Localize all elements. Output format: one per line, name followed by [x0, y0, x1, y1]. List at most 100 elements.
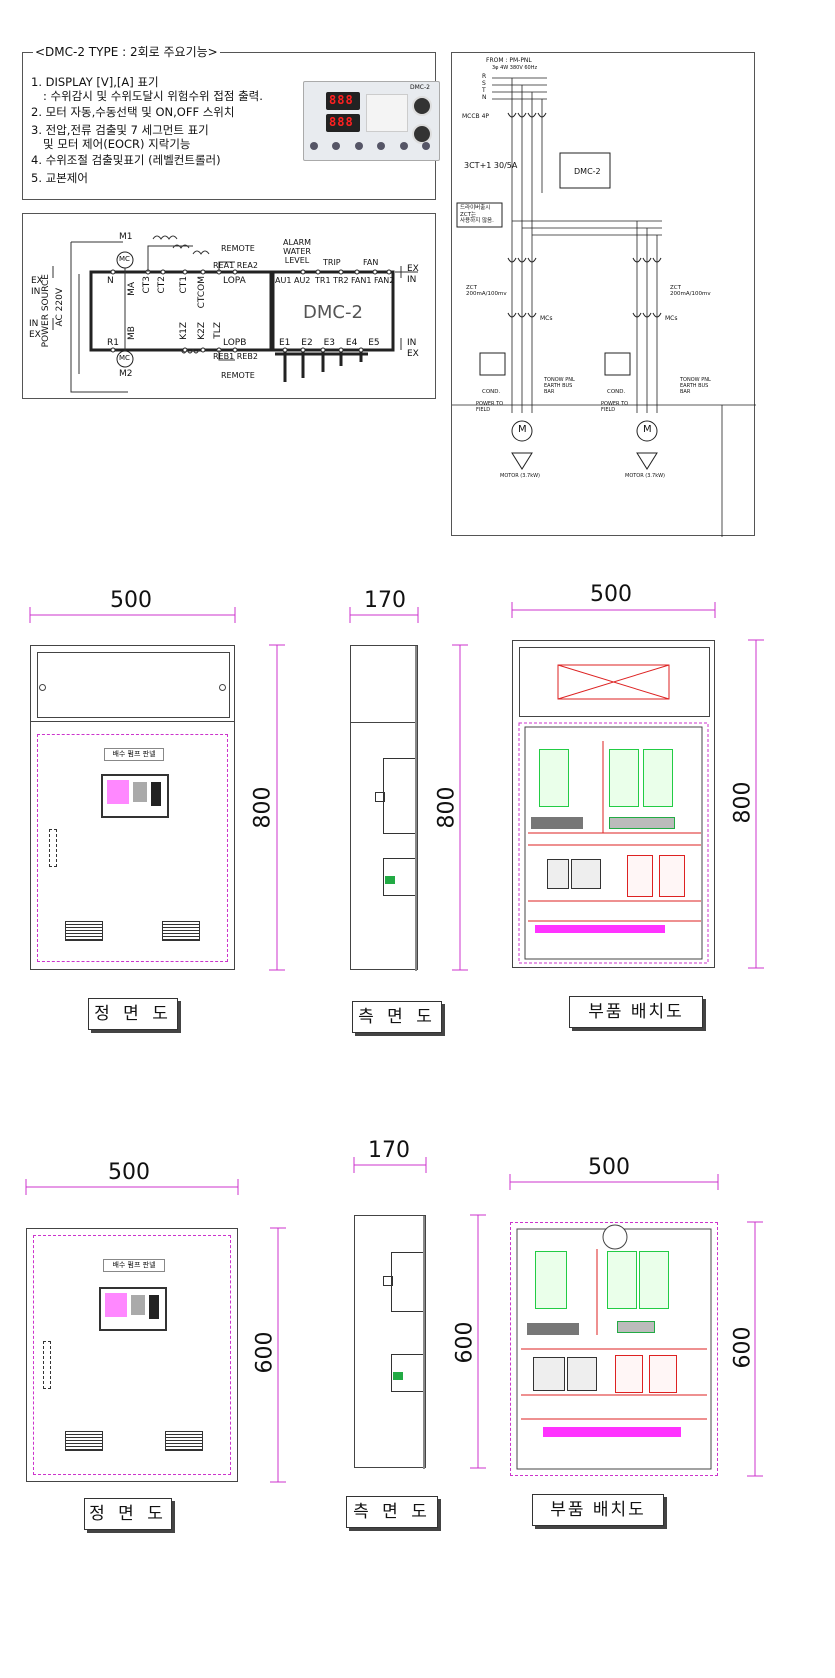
dim-front-width-600: 500	[108, 1160, 150, 1185]
contactor-icon	[659, 855, 685, 897]
dim-front-width-800: 500	[110, 588, 152, 613]
breaker-icon	[643, 749, 673, 807]
dim-layout-height-600: 600	[730, 1326, 756, 1369]
side-view-600	[354, 1215, 426, 1469]
sld-spec: 3φ 4W 380V 60Hz	[492, 65, 538, 71]
single-line-diagram	[452, 77, 756, 537]
breaker-icon	[607, 1251, 637, 1309]
feature-item: 1. DISPLAY [V],[A] 표기: 수위감시 및 수위도달시 위험수위…	[31, 75, 263, 103]
feature-item: 4. 수위조절 검출및표기 (레벨컨트롤러)	[31, 153, 221, 167]
wire-trip: TRIP	[323, 258, 341, 267]
sld-cond-right: COND.	[607, 389, 626, 395]
handle-icon[interactable]	[43, 1341, 51, 1389]
dim-layout-width-800: 500	[590, 582, 632, 607]
dmc2-device-photo: 888 888 DMC-2	[303, 81, 440, 161]
sld-motor-right: M	[643, 424, 652, 435]
label-front-600: 정 면 도	[84, 1498, 172, 1530]
sld-tonow-right: TONOW PNL EARTH BUS BAR	[680, 377, 711, 395]
breaker-icon	[609, 749, 639, 807]
wire-rea: REA1 REA2	[213, 261, 258, 270]
wire-mc-top: MC	[119, 255, 130, 263]
front-view-800: 배수 펌프 판넬	[30, 645, 235, 970]
label-layout-800: 부품 배치도	[569, 996, 703, 1028]
layout-800-drawing	[518, 664, 709, 964]
wiring-diagram	[52, 235, 418, 393]
sld-dmc: DMC-2	[574, 167, 601, 176]
wire-au: AU1 AU2	[275, 276, 311, 285]
layout-view-800	[512, 640, 715, 968]
breaker-icon	[535, 1251, 567, 1309]
sld-tonow-left: TONOW PNL EARTH BUS BAR	[544, 377, 575, 395]
features-title: <DMC-2 TYPE : 2회로 주요기능>	[33, 43, 220, 60]
dim-layout-width-600: 500	[588, 1155, 630, 1180]
wire-m1: M1	[119, 232, 133, 242]
label-side-600: 측 면 도	[346, 1496, 438, 1528]
vent-icon	[65, 921, 103, 941]
sld-motor-label-left: MOTOR (3.7kW)	[500, 473, 540, 479]
sld-zct-right: ZCT 200mA/100mv	[670, 285, 711, 297]
breaker-icon	[539, 749, 569, 807]
layout-600-drawing	[516, 1224, 712, 1470]
controller-icon	[99, 1287, 167, 1331]
label-layout-600: 부품 배치도	[532, 1494, 664, 1526]
front-plaque-800: 배수 펌프 판넬	[104, 748, 164, 761]
dim-front-height-600: 600	[252, 1331, 278, 1374]
feature-item: 5. 교본제어	[31, 171, 88, 185]
terminal-rail-icon	[617, 1321, 655, 1333]
dim-side-height-600: 600	[452, 1321, 478, 1364]
side-view-800	[350, 645, 418, 971]
dim-side-width-800: 170	[364, 588, 406, 613]
dim-side-height-800: 800	[434, 786, 460, 829]
sld-cond-left: COND.	[482, 389, 501, 395]
wire-reb: REB1 REB2	[213, 352, 258, 361]
wire-lopa: LOPA	[223, 276, 246, 286]
wire-dmc-box-label: DMC-2	[303, 302, 363, 323]
feature-item: 2. 모터 자동,수동선택 및 ON,OFF 스위치	[31, 105, 235, 119]
wire-m2: M2	[119, 369, 133, 379]
features-panel: <DMC-2 TYPE : 2회로 주요기능> 1. DISPLAY [V],[…	[22, 43, 440, 200]
vent-icon	[162, 921, 200, 941]
terminal-rail-icon	[609, 817, 675, 829]
sld-mccb: MCCB 4P	[462, 113, 490, 120]
sld-from: FROM : PM-PNL	[486, 57, 532, 64]
sld-zct-left: ZCT 200mA/100mv	[466, 285, 507, 297]
contactor-icon	[649, 1355, 677, 1393]
dim-layout-height-800: 800	[730, 781, 756, 824]
relay-icon	[571, 859, 601, 889]
wire-electrodes: E1 E2 E3 E4 E5	[279, 338, 380, 348]
wire-mc-bottom: MC	[119, 354, 130, 362]
controller-icon	[101, 774, 169, 818]
front-view-600: 배수 펌프 판넬	[26, 1228, 238, 1482]
sld-ct: 3CT+1 30/5A	[464, 161, 518, 170]
relay-icon	[547, 859, 569, 889]
wire-fans: FAN1 FAN2	[351, 276, 395, 285]
dim-front-height-800: 800	[250, 786, 276, 829]
handle-icon[interactable]	[49, 829, 57, 867]
vent-icon	[165, 1431, 203, 1451]
dim-side-width-600: 170	[368, 1138, 410, 1163]
knob-icon	[412, 96, 432, 116]
wire-r1: R1	[107, 338, 119, 348]
wire-remote-top: REMOTE	[221, 244, 255, 253]
sld-power-right: POWER TO FIELD	[601, 401, 629, 413]
relay-icon	[533, 1357, 565, 1391]
wire-lopb: LOPB	[223, 338, 247, 348]
wire-fan: FAN	[363, 258, 379, 267]
front-plaque-600: 배수 펌프 판넬	[103, 1259, 165, 1272]
sld-motor-label-right: MOTOR (3.7kW)	[625, 473, 665, 479]
label-front-800: 정 면 도	[88, 998, 178, 1030]
relay-icon	[567, 1357, 597, 1391]
terminal-rail-icon	[531, 817, 583, 829]
device-label: DMC-2	[410, 84, 430, 91]
contactor-icon	[627, 855, 653, 897]
wire-remote-bottom: REMOTE	[221, 371, 255, 380]
sld-mcs-right: MCs	[665, 315, 678, 322]
